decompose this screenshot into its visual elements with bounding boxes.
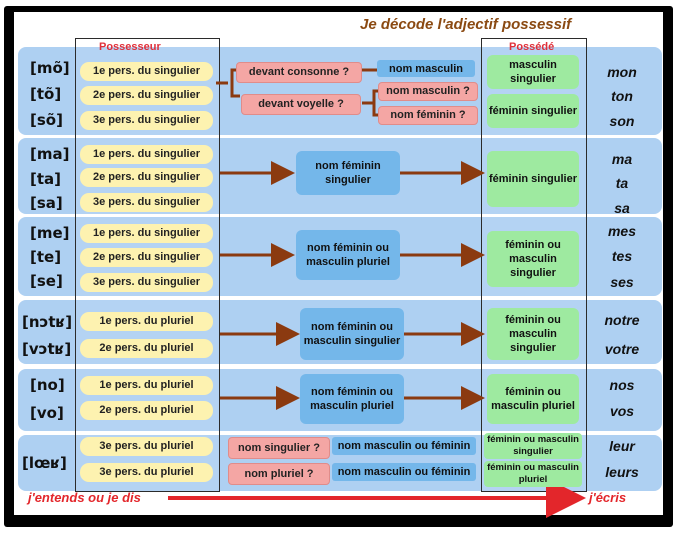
noun-type-box: nom masculin ou féminin	[332, 463, 476, 481]
result-box: féminin ou masculin pluriel	[484, 461, 582, 487]
person-label: 3e pers. du singulier	[80, 273, 213, 292]
person-label: 2e pers. du singulier	[80, 168, 213, 187]
person-label: 1e pers. du pluriel	[80, 376, 213, 395]
person-label: 1e pers. du singulier	[80, 62, 213, 81]
person-label: 2e pers. du singulier	[80, 248, 213, 267]
pron-tes: [te]	[30, 248, 62, 266]
pron-sa: [sa]	[30, 194, 63, 212]
result-box: masculin singulier	[487, 55, 579, 89]
person-label: 1e pers. du singulier	[80, 145, 213, 164]
person-label: 3e pers. du pluriel	[80, 437, 213, 456]
pron-notre: [nɔtʁ]	[22, 313, 73, 331]
result-box: féminin ou masculin singulier	[484, 433, 582, 459]
possessive-word: tes	[611, 248, 633, 264]
pron-leur: [lœʁ]	[22, 454, 67, 472]
result-box: féminin singulier	[487, 151, 579, 207]
noun-type-box: nom masculin ou féminin	[332, 437, 476, 455]
person-label: 3e pers. du singulier	[80, 111, 213, 130]
possessive-word: notre	[604, 312, 640, 328]
possessive-word: votre	[604, 341, 640, 357]
pron-ses: [se]	[30, 272, 63, 290]
pron-vos: [vo]	[30, 404, 64, 422]
noun-type-box: nom féminin ou masculin singulier	[300, 308, 404, 360]
result-box: féminin ou masculin singulier	[487, 231, 579, 287]
pron-ton: [tõ]	[30, 85, 62, 103]
pron-ta: [ta]	[30, 170, 62, 188]
possesseur-label: Possesseur	[99, 41, 161, 53]
possessive-word: ton	[611, 88, 633, 104]
footer-left-label: j'entends ou je dis	[28, 490, 141, 505]
pron-mon: [mõ]	[30, 59, 70, 77]
person-label: 2e pers. du pluriel	[80, 401, 213, 420]
pron-son: [sõ]	[30, 111, 63, 129]
result-box: féminin ou masculin pluriel	[487, 374, 579, 424]
possessive-word: sa	[614, 200, 630, 216]
result-box: féminin ou masculin singulier	[487, 308, 579, 360]
possessive-word: ses	[610, 274, 634, 290]
person-label: 2e pers. du pluriel	[80, 339, 213, 358]
noun-type-box: nom masculin	[377, 60, 475, 77]
result-box: féminin singulier	[487, 94, 579, 128]
person-label: 2e pers. du singulier	[80, 86, 213, 105]
person-label: 1e pers. du pluriel	[80, 312, 213, 331]
possessive-word: vos	[609, 403, 635, 419]
condition-consonne: devant consonne ?	[236, 62, 362, 83]
noun-type-box: nom féminin singulier	[296, 151, 400, 195]
possessive-word: ma	[611, 151, 633, 167]
pron-mes: [me]	[30, 224, 70, 242]
condition-nom-pluriel: nom pluriel ?	[228, 463, 330, 485]
noun-question-feminin: nom féminin ?	[378, 106, 478, 125]
noun-question-masculin: nom masculin ?	[378, 82, 478, 101]
condition-nom-singulier: nom singulier ?	[228, 437, 330, 459]
possessive-word: ta	[615, 175, 629, 191]
footer-right-label: j'écris	[589, 490, 627, 505]
possessive-word: mon	[607, 64, 637, 80]
person-label: 3e pers. du singulier	[80, 193, 213, 212]
person-label: 1e pers. du singulier	[80, 224, 213, 243]
possessive-word: leur	[609, 438, 635, 454]
possessive-word: son	[609, 113, 635, 129]
possessive-word: mes	[607, 223, 637, 239]
noun-type-box: nom féminin ou masculin pluriel	[296, 230, 400, 280]
pron-ma: [ma]	[30, 145, 70, 163]
possessive-word: leurs	[605, 464, 639, 480]
possessive-word: nos	[609, 377, 635, 393]
condition-voyelle: devant voyelle ?	[241, 94, 361, 115]
pron-nos: [no]	[30, 376, 65, 394]
pron-votre: [vɔtʁ]	[22, 340, 72, 358]
noun-type-box: nom féminin ou masculin pluriel	[300, 374, 404, 424]
diagram-title: Je décode l'adjectif possessif	[360, 16, 572, 33]
person-label: 3e pers. du pluriel	[80, 463, 213, 482]
possede-label: Possédé	[509, 41, 555, 53]
